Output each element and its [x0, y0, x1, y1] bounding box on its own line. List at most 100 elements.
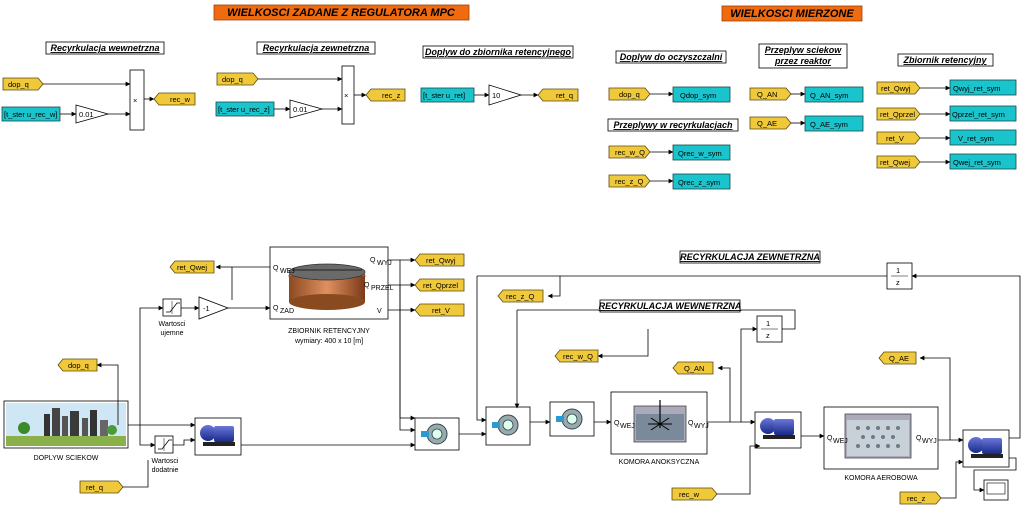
- svg-text:Przeplyw sciekow: Przeplyw sciekow: [765, 45, 843, 55]
- tag-q-an-src[interactable]: Q_AN: [672, 361, 714, 375]
- tag-dop-q-main[interactable]: dop_q: [57, 358, 98, 372]
- goto-qdop-sym[interactable]: Qdop_sym: [672, 86, 731, 103]
- goto-q-ae-sym[interactable]: Q_AE_sym: [804, 115, 864, 132]
- svg-text:WYJ: WYJ: [377, 260, 392, 267]
- tag-dop-q-1[interactable]: dop_q: [2, 77, 44, 91]
- inflow-block[interactable]: [3, 400, 129, 449]
- mixer-valve-2[interactable]: [485, 406, 531, 446]
- tag-ret-q-main[interactable]: ret_q: [79, 480, 124, 494]
- saturation-positive[interactable]: [154, 435, 174, 454]
- svg-text:rec_z: rec_z: [382, 91, 401, 100]
- svg-text:0.01: 0.01: [79, 110, 94, 119]
- goto-qrec-w-sym[interactable]: Qrec_w_sym: [672, 144, 731, 161]
- svg-text:ret_Qwej: ret_Qwej: [880, 158, 910, 167]
- tag-ret-qwyj-out[interactable]: ret_Qwyj: [414, 253, 465, 267]
- svg-text:Q: Q: [370, 257, 376, 264]
- svg-text:WEJ: WEJ: [280, 268, 295, 275]
- tag-t-ster-ret[interactable]: [t_ster u_ret]: [420, 87, 475, 103]
- tag-ret-qwyj-meas[interactable]: ret_Qwyj: [876, 81, 921, 95]
- svg-text:WIELKOSCI ZADANE Z REGULATORA: WIELKOSCI ZADANE Z REGULATORA MPC: [227, 7, 456, 19]
- pump-2[interactable]: [754, 411, 802, 449]
- svg-text:1: 1: [766, 319, 770, 328]
- wire: [973, 457, 1017, 493]
- tag-q-ae-meas[interactable]: Q_AE: [749, 116, 792, 130]
- gain-block-1[interactable]: 0.01: [75, 104, 110, 124]
- tag-t-ster-rec-z[interactable]: [t_ster u_rec_z]: [215, 101, 275, 117]
- svg-text:V_ret_sym: V_ret_sym: [958, 134, 994, 143]
- svg-text:WEJ: WEJ: [620, 423, 635, 430]
- aerobic-chamber-block[interactable]: Q WEJ Q WYJ: [823, 406, 939, 470]
- tag-ret-qprzel-out[interactable]: ret_Qprzel: [414, 278, 465, 292]
- tag-rec-w-q-src[interactable]: rec_w_Q: [554, 349, 599, 363]
- tag-rec-w-q-meas[interactable]: rec_w_Q: [608, 145, 651, 159]
- svg-text:WIELKOSCI MIERZONE: WIELKOSCI MIERZONE: [730, 8, 854, 20]
- gain-block-3[interactable]: 10: [488, 84, 523, 106]
- wire: [517, 309, 796, 330]
- svg-text:rec_w_Q: rec_w_Q: [563, 352, 593, 361]
- gain-block-2[interactable]: 0.01: [289, 99, 324, 119]
- tag-ret-qwej-src[interactable]: ret_Qwej: [169, 260, 215, 274]
- tag-ret-v-meas[interactable]: ret_V: [876, 131, 921, 145]
- svg-text:RECYRKULACJA ZEWNETRZNA: RECYRKULACJA ZEWNETRZNA: [680, 252, 820, 262]
- svg-text:Q_AE: Q_AE: [889, 354, 909, 363]
- scope-block[interactable]: [983, 479, 1009, 501]
- tank-dims: wymiary: 400 x 10 [m]: [294, 338, 363, 345]
- goto-qrec-z-sym[interactable]: Qrec_z_sym: [672, 173, 731, 190]
- tag-rec-w-in[interactable]: rec_w: [671, 487, 718, 501]
- svg-text:ret_Qwyj: ret_Qwyj: [881, 84, 911, 93]
- tag-rec-z-out[interactable]: rec_z: [365, 88, 406, 102]
- wire: [911, 273, 1021, 439]
- tag-rec-z-q-src[interactable]: rec_z_Q: [497, 289, 544, 303]
- goto-qwej-ret-sym[interactable]: Qwej_ret_sym: [949, 153, 1017, 170]
- ext-recirc-label: RECYRKULACJA ZEWNETRZNA: [679, 250, 821, 264]
- svg-text:10: 10: [492, 91, 500, 100]
- mixer-valve-1[interactable]: [414, 417, 460, 451]
- tag-rec-z-in[interactable]: rec_z: [899, 491, 942, 505]
- svg-text:×: ×: [133, 96, 137, 105]
- svg-text:Qprzel_ret_sym: Qprzel_ret_sym: [952, 110, 1005, 119]
- goto-v-ret-sym[interactable]: V_ret_sym: [949, 129, 1017, 146]
- tag-dop-q-2[interactable]: dop_q: [216, 72, 259, 86]
- svg-text:Q_AN_sym: Q_AN_sym: [810, 91, 848, 100]
- svg-text:ret_V: ret_V: [432, 306, 450, 315]
- pump-3[interactable]: [962, 429, 1010, 468]
- pump-1[interactable]: [194, 417, 242, 456]
- product-block-1[interactable]: ×: [129, 69, 145, 131]
- tag-ret-qprzel-meas[interactable]: ret_Qprzel: [876, 107, 921, 121]
- saturation-negative[interactable]: [162, 298, 182, 317]
- tag-ret-q-out[interactable]: ret_q: [537, 88, 579, 102]
- delay-block-int[interactable]: 1 z: [756, 315, 783, 343]
- aerobic-label: KOMORA AEROBOWA: [844, 475, 918, 482]
- svg-text:[t_ster u_rec_w]: [t_ster u_rec_w]: [4, 110, 57, 119]
- tag-q-ae-src[interactable]: Q_AE: [878, 351, 917, 365]
- tag-rec-w-out[interactable]: rec_w: [153, 92, 196, 106]
- tag-rec-z-q-meas[interactable]: rec_z_Q: [608, 174, 651, 188]
- svg-text:przez reaktor: przez reaktor: [774, 56, 832, 66]
- delay-block-ext[interactable]: 1 z: [886, 262, 913, 290]
- svg-text:dop_q: dop_q: [68, 361, 89, 370]
- anoxic-chamber-block[interactable]: Q WEJ Q WYJ: [610, 391, 709, 455]
- tag-dop-q-meas[interactable]: dop_q: [608, 87, 651, 101]
- svg-text:Przeplywy w recyrkulacjach: Przeplywy w recyrkulacjach: [613, 120, 733, 130]
- header-plant-inflow: Doplyw do oczyszczalni: [615, 50, 727, 64]
- tag-ret-v-out[interactable]: ret_V: [414, 303, 465, 317]
- tag-t-ster-rec-w[interactable]: [t_ster u_rec_w]: [1, 106, 61, 122]
- goto-qprzel-ret-sym[interactable]: Qprzel_ret_sym: [949, 105, 1017, 122]
- svg-text:ret_Qwyj: ret_Qwyj: [426, 256, 456, 265]
- wire: [717, 365, 731, 422]
- svg-text:WYJ: WYJ: [922, 438, 937, 445]
- tag-ret-qwej-meas[interactable]: ret_Qwej: [876, 155, 921, 169]
- retention-tank-block[interactable]: Q WEJ Q ZAD Q WYJ Q PRZEL V: [269, 246, 394, 320]
- neg-vals-label: Wartosci: [159, 321, 186, 328]
- svg-text:ret_Qprzel: ret_Qprzel: [423, 281, 458, 290]
- goto-q-an-sym[interactable]: Q_AN_sym: [804, 86, 864, 103]
- tag-q-an-meas[interactable]: Q_AN: [749, 87, 792, 101]
- mixer-valve-3[interactable]: [549, 401, 595, 437]
- wire: [717, 443, 761, 495]
- gain-neg-one[interactable]: -1: [198, 296, 230, 320]
- wire: [740, 326, 758, 422]
- product-block-2[interactable]: ×: [341, 65, 355, 125]
- svg-text:rec_w_Q: rec_w_Q: [615, 148, 645, 157]
- neg-vals-label2: ujemne: [161, 330, 184, 337]
- goto-qwyj-ret-sym[interactable]: Qwyj_ret_sym: [949, 79, 1017, 96]
